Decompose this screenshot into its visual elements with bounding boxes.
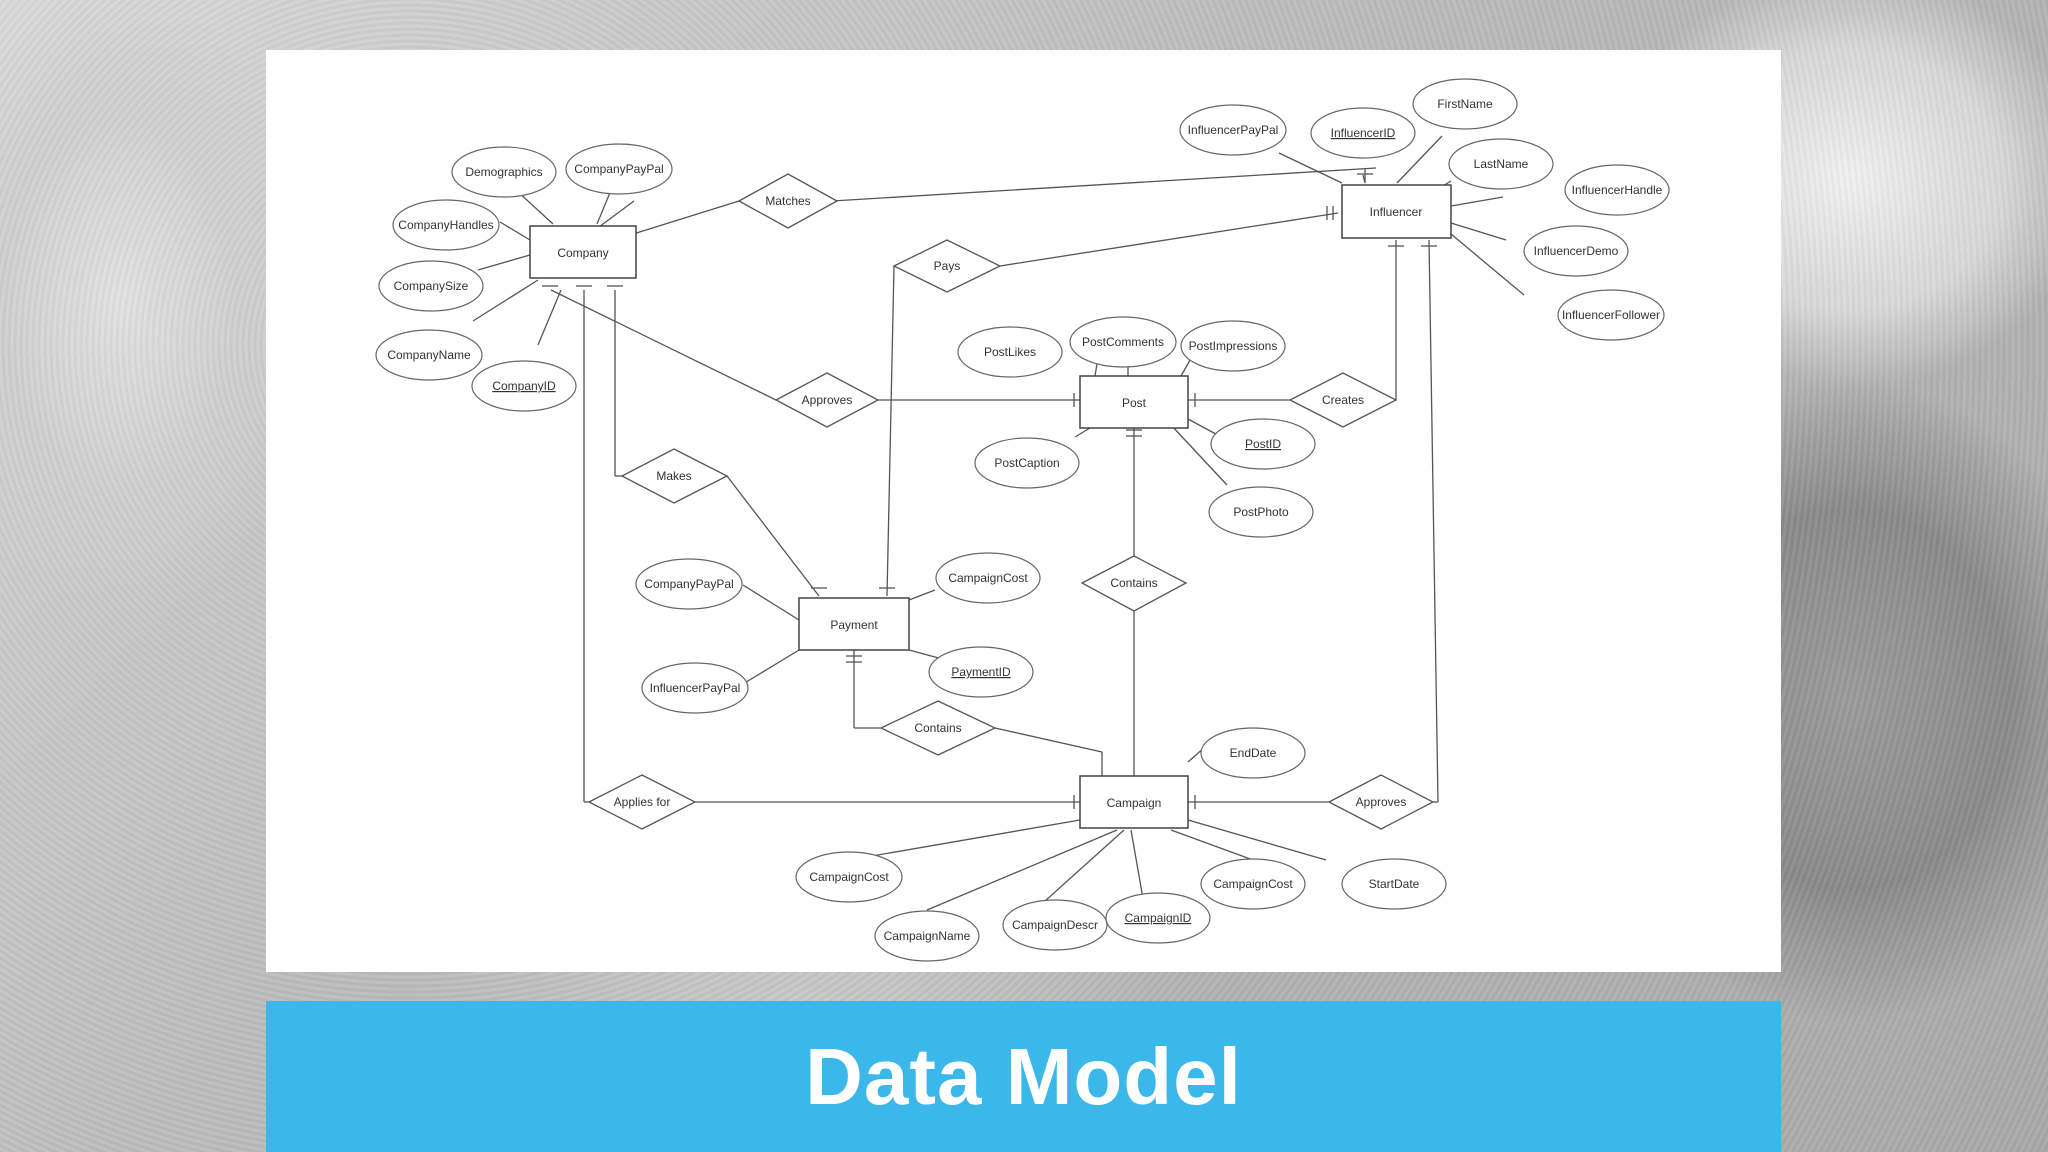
relationship-approves-post: Approves xyxy=(774,372,880,428)
svg-text:CompanyPayPal: CompanyPayPal xyxy=(644,577,733,591)
svg-text:Applies for: Applies for xyxy=(614,795,671,809)
svg-text:CompanySize: CompanySize xyxy=(394,279,469,293)
diagram-card: Company Influencer Post Payment Campaign… xyxy=(266,50,1781,972)
entity-label: Campaign xyxy=(1107,796,1162,810)
attribute-payment-company-paypal: CompanyPayPal xyxy=(635,558,743,610)
entity-campaign: Campaign xyxy=(1079,775,1189,829)
attribute-campaign-cost-left: CampaignCost xyxy=(795,851,903,903)
relationship-contains-payment: Contains xyxy=(879,700,997,756)
attribute-last-name: LastName xyxy=(1448,138,1554,190)
attribute-campaign-name: CampaignName xyxy=(874,910,980,962)
attribute-campaign-id: CampaignID xyxy=(1105,892,1211,944)
svg-text:CampaignCost: CampaignCost xyxy=(1213,877,1293,891)
attribute-payment-id: PaymentID xyxy=(928,646,1034,698)
svg-text:Makes: Makes xyxy=(656,469,691,483)
title-banner: Data Model xyxy=(266,1001,1781,1152)
svg-text:CompanyHandles: CompanyHandles xyxy=(398,218,493,232)
svg-text:Contains: Contains xyxy=(914,721,961,735)
svg-text:PostImpressions: PostImpressions xyxy=(1189,339,1278,353)
svg-text:Demographics: Demographics xyxy=(465,165,542,179)
svg-text:InfluencerID: InfluencerID xyxy=(1331,126,1396,140)
entity-label: Company xyxy=(557,246,608,260)
svg-text:CompanyPayPal: CompanyPayPal xyxy=(574,162,663,176)
attribute-influencer-handle: InfluencerHandle xyxy=(1564,164,1670,216)
relationship-pays: Pays xyxy=(892,239,1002,293)
svg-text:InfluencerDemo: InfluencerDemo xyxy=(1534,244,1619,258)
svg-text:PaymentID: PaymentID xyxy=(951,665,1011,679)
svg-text:PostCaption: PostCaption xyxy=(994,456,1059,470)
attribute-post-caption: PostCaption xyxy=(974,437,1080,489)
entity-label: Influencer xyxy=(1370,205,1423,219)
attribute-post-photo: PostPhoto xyxy=(1208,486,1314,538)
entity-label: Post xyxy=(1122,396,1147,410)
attribute-start-date: StartDate xyxy=(1341,858,1447,910)
slide-title: Data Model xyxy=(805,1031,1242,1121)
relationship-makes: Makes xyxy=(620,448,729,504)
svg-text:CampaignID: CampaignID xyxy=(1125,911,1192,925)
attribute-company-paypal: CompanyPayPal xyxy=(565,143,673,195)
svg-text:InfluencerPayPal: InfluencerPayPal xyxy=(650,681,741,695)
attribute-company-name: CompanyName xyxy=(375,329,483,381)
attribute-payment-influencer-paypal: InfluencerPayPal xyxy=(641,662,749,714)
svg-text:Creates: Creates xyxy=(1322,393,1364,407)
svg-text:CampaignName: CampaignName xyxy=(884,929,971,943)
svg-text:Matches: Matches xyxy=(765,194,810,208)
svg-text:PostLikes: PostLikes xyxy=(984,345,1036,359)
attribute-post-comments: PostComments xyxy=(1069,316,1177,368)
svg-text:PostComments: PostComments xyxy=(1082,335,1164,349)
attribute-influencer-follower: InfluencerFollower xyxy=(1557,289,1665,341)
relationship-matches: Matches xyxy=(737,173,839,229)
attribute-company-handles: CompanyHandles xyxy=(392,199,500,251)
er-diagram: Company Influencer Post Payment Campaign… xyxy=(375,78,1670,962)
svg-text:CampaignCost: CampaignCost xyxy=(948,571,1028,585)
entity-label: Payment xyxy=(830,618,878,632)
entity-payment: Payment xyxy=(798,597,910,651)
relationship-lines xyxy=(550,167,1439,803)
svg-text:InfluencerFollower: InfluencerFollower xyxy=(1562,308,1660,322)
svg-text:CampaignDescr: CampaignDescr xyxy=(1012,918,1098,932)
entity-influencer: Influencer xyxy=(1341,184,1452,239)
svg-text:CampaignCost: CampaignCost xyxy=(809,870,889,884)
svg-text:Approves: Approves xyxy=(1356,795,1407,809)
svg-text:InfluencerPayPal: InfluencerPayPal xyxy=(1188,123,1279,137)
svg-text:CompanyName: CompanyName xyxy=(387,348,471,362)
attribute-demographics: Demographics xyxy=(451,146,557,198)
svg-text:PostID: PostID xyxy=(1245,437,1281,451)
relationship-creates: Creates xyxy=(1288,372,1398,428)
attribute-campaign-descr: CampaignDescr xyxy=(1002,899,1108,951)
svg-text:CompanyID: CompanyID xyxy=(492,379,556,393)
attribute-company-size: CompanySize xyxy=(378,260,484,312)
svg-text:StartDate: StartDate xyxy=(1369,877,1420,891)
attribute-payment-campaign-cost: CampaignCost xyxy=(935,552,1041,604)
attribute-campaign-cost-right: CampaignCost xyxy=(1200,858,1306,910)
svg-text:InfluencerHandle: InfluencerHandle xyxy=(1572,183,1663,197)
svg-text:LastName: LastName xyxy=(1474,157,1529,171)
attribute-post-impressions: PostImpressions xyxy=(1180,320,1286,372)
attribute-end-date: EndDate xyxy=(1200,727,1306,779)
svg-text:Pays: Pays xyxy=(934,259,961,273)
entity-post: Post xyxy=(1079,375,1189,429)
attribute-influencer-demo: InfluencerDemo xyxy=(1523,225,1629,277)
relationship-approves-campaign: Approves xyxy=(1327,774,1435,830)
relationship-applies-for: Applies for xyxy=(587,774,697,830)
svg-text:FirstName: FirstName xyxy=(1437,97,1493,111)
attribute-influencer-id: InfluencerID xyxy=(1310,107,1416,159)
svg-text:PostPhoto: PostPhoto xyxy=(1233,505,1289,519)
attribute-first-name: FirstName xyxy=(1412,78,1518,130)
svg-text:EndDate: EndDate xyxy=(1230,746,1277,760)
attribute-post-id: PostID xyxy=(1210,418,1316,470)
attribute-company-id: CompanyID xyxy=(471,360,577,412)
attribute-influencer-paypal: InfluencerPayPal xyxy=(1179,104,1287,156)
entity-company: Company xyxy=(529,225,637,279)
svg-text:Contains: Contains xyxy=(1110,576,1157,590)
relationship-contains-post: Contains xyxy=(1080,555,1188,612)
svg-text:Approves: Approves xyxy=(802,393,853,407)
attribute-post-likes: PostLikes xyxy=(957,326,1063,378)
